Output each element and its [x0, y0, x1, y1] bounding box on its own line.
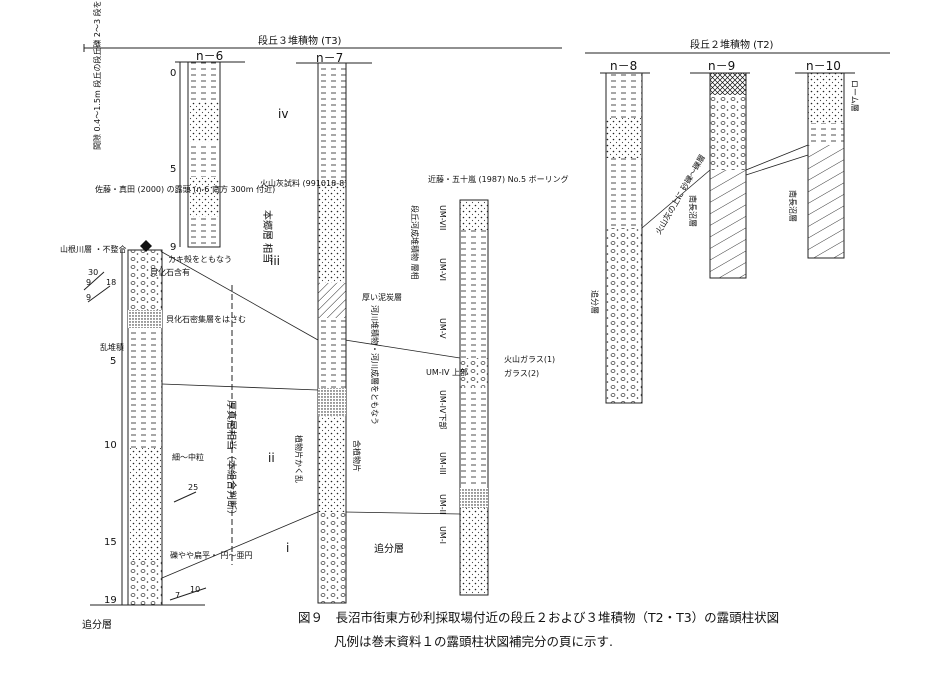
column-n6-label: n－6 — [196, 49, 223, 63]
um-ii: UM-II — [438, 494, 447, 514]
um-iv: UM-IV 上部 — [426, 367, 468, 377]
kaseki-kai-label: 貝化石含有 — [150, 267, 190, 277]
kaki-label: カキ殻をともなう — [168, 254, 232, 264]
column-n6: n－6 0 5 9 — [170, 49, 245, 253]
correlation-lines — [161, 251, 461, 579]
um-vii: UM-VII — [438, 205, 447, 230]
ref-n6: 佐藤・真田 (2000) の露頭 (n-6 南方 300m 付近) — [95, 184, 275, 194]
sa-chu-label: 細～中粒 — [172, 452, 204, 462]
kazan-soku1: 火山ガラス(1) — [504, 354, 555, 364]
um-v: UM-V — [438, 318, 447, 339]
left-depth-5: 5 — [110, 356, 116, 367]
um-vi: UM-VI — [438, 258, 447, 281]
column-n9: n－9 南長沼層 火山灰の上に 砂礫～礫層 — [653, 59, 750, 279]
ranso-label: 乱堆積 — [100, 342, 124, 352]
column-kondo: 近藤・五十嵐 (1987) No.5 ボーリング 段丘河成堆積物 層相 UM-V… — [410, 174, 569, 596]
n6-depth-5: 5 — [170, 164, 176, 175]
kazan-soku2: ガラス(2) — [504, 368, 539, 378]
oiwake-left: 追分層 — [82, 618, 112, 631]
left-depth-10: 10 — [104, 440, 117, 451]
dip-9: 9 — [86, 278, 91, 287]
dip-18: 18 — [106, 278, 116, 287]
kazan-label: 火山灰試料 (991018-8) — [260, 178, 347, 188]
t2-header-label: 段丘２堆積物 (T2) — [690, 38, 774, 51]
honkyo-mid: 本郷層 相当 — [261, 210, 274, 263]
dip-9b: 9 — [86, 293, 91, 302]
kahan-label: 河川堆積物・河川成層をともなう — [370, 305, 380, 425]
um-iii: UM-III — [438, 452, 447, 475]
column-n10-label: n－10 — [806, 59, 841, 73]
atsui-label: 厚い泥炭層 — [362, 293, 402, 302]
minami-n9: 南長沼層 — [688, 195, 698, 227]
dip-10: 10 — [190, 585, 200, 594]
left-depth-19: 19 — [104, 595, 117, 606]
column-n7: n－7 iv iii ii i 本郷層 相当 火山灰試料 (991018-8) … — [260, 51, 404, 604]
kaga-label: 植物片かく乱 — [294, 435, 304, 483]
t2-header: 段丘２堆積物 (T2) — [585, 38, 890, 54]
column-n7-label: n－7 — [316, 51, 343, 65]
honkyo-low: 厚真層相当（本組合判断） — [225, 400, 238, 520]
kaseki-layer-label: 貝化石密集層をはさむ — [166, 314, 246, 324]
roman-iv: iv — [278, 107, 288, 121]
location-marker-icon — [140, 240, 152, 252]
dip-7: 7 — [175, 591, 180, 600]
um-i: UM-I — [438, 526, 447, 544]
n6-depth-9: 9 — [170, 242, 176, 253]
caption-line1: 図９ 長沼市街東方砂利採取場付近の段丘２および３堆積物（T2・T3）の露頭柱状図 — [298, 610, 779, 625]
shokubutsu-label: 含植物片 — [352, 440, 362, 472]
left-depth-15: 15 — [104, 537, 117, 548]
roman-iii: iii — [270, 254, 280, 268]
column-n8: n－8 追分層 — [590, 59, 650, 404]
column-left: 5 10 15 19 — [90, 249, 205, 606]
dip-30: 30 — [88, 268, 98, 277]
gap-note: 間隙 0.4～1.5m 段丘の段丘礫 2～3 段を読み取った — [92, 0, 102, 150]
column-n10: n－10 ローム層 南長沼層 — [788, 59, 859, 259]
left-annotations: 間隙 0.4～1.5m 段丘の段丘礫 2～3 段を読み取った 佐藤・真田 (20… — [60, 0, 275, 631]
roman-ii: ii — [268, 451, 275, 465]
dip-25: 25 — [188, 483, 198, 492]
roam-label: ローム層 — [850, 80, 859, 112]
yaya-label: 礫やや扁平・ 円～亜円 — [170, 550, 253, 560]
oiwake-right: 追分層 — [590, 290, 600, 314]
t3-header: 段丘３堆積物 (T3) — [83, 34, 562, 52]
column-n8-label: n－8 — [610, 59, 637, 73]
yamagiri-label: 山根川層 ・不整合 — [60, 244, 127, 254]
minami-n10: 南長沼層 — [788, 190, 798, 222]
figure-caption: 図９ 長沼市街東方砂利採取場付近の段丘２および３堆積物（T2・T3）の露頭柱状図… — [298, 610, 779, 649]
oiwake-mid: 追分層 — [374, 542, 404, 555]
kondo-top: 段丘河成堆積物 層相 — [410, 205, 420, 280]
t2-correlation — [641, 144, 809, 229]
column-n9-label: n－9 — [708, 59, 735, 73]
n6-depth-0: 0 — [170, 68, 176, 79]
caption-line2: 凡例は巻末資料１の露頭柱状図補完分の頁に示す. — [334, 634, 613, 649]
um-iv2: UM-IV下部 — [438, 390, 448, 429]
kondo-ref: 近藤・五十嵐 (1987) No.5 ボーリング — [428, 174, 569, 184]
roman-i: i — [286, 541, 289, 555]
t3-header-label: 段丘３堆積物 (T3) — [258, 34, 342, 47]
sakai-note: 火山灰の上に 砂礫～礫層 — [653, 153, 707, 236]
